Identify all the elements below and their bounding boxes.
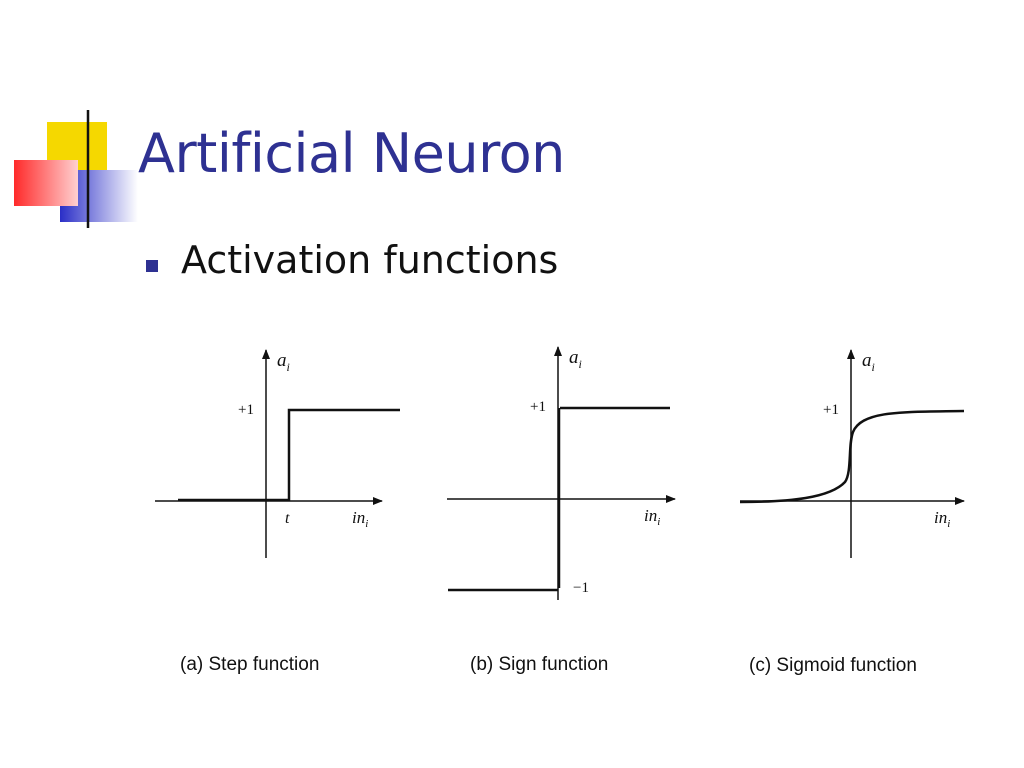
sign-x-label: ini [644,506,660,528]
sigmoid-curve [739,409,965,504]
bullet-text: Activation functions [181,238,559,282]
step-level-label: +1 [238,402,254,418]
sigmoid-function-diagram: ai +1 ini (c) Sigmoid function [739,349,965,676]
step-function-diagram: ai +1 t ini (a) Step function [155,349,400,675]
title-decoration [14,110,1000,228]
sign-caption: (b) Sign function [470,654,608,675]
sigmoid-y-label: ai [862,350,875,374]
step-curve [178,408,400,502]
step-y-label: ai [277,350,290,374]
deco-red-square [14,160,78,206]
bullet-marker [146,260,158,272]
sigmoid-caption: (c) Sigmoid function [749,655,917,676]
step-threshold-label: t [285,510,290,527]
sign-function-diagram: ai +1 −1 ini (b) Sign function [447,346,676,675]
step-caption: (a) Step function [180,654,319,675]
sigmoid-level-label: +1 [823,402,839,418]
sign-level-label: +1 [530,399,546,415]
step-x-label: ini [352,508,368,530]
slide-title: Artificial Neuron [138,122,565,185]
sign-y-label: ai [569,347,582,371]
sign-neg-label: −1 [573,580,589,596]
sigmoid-x-label: ini [934,508,950,530]
